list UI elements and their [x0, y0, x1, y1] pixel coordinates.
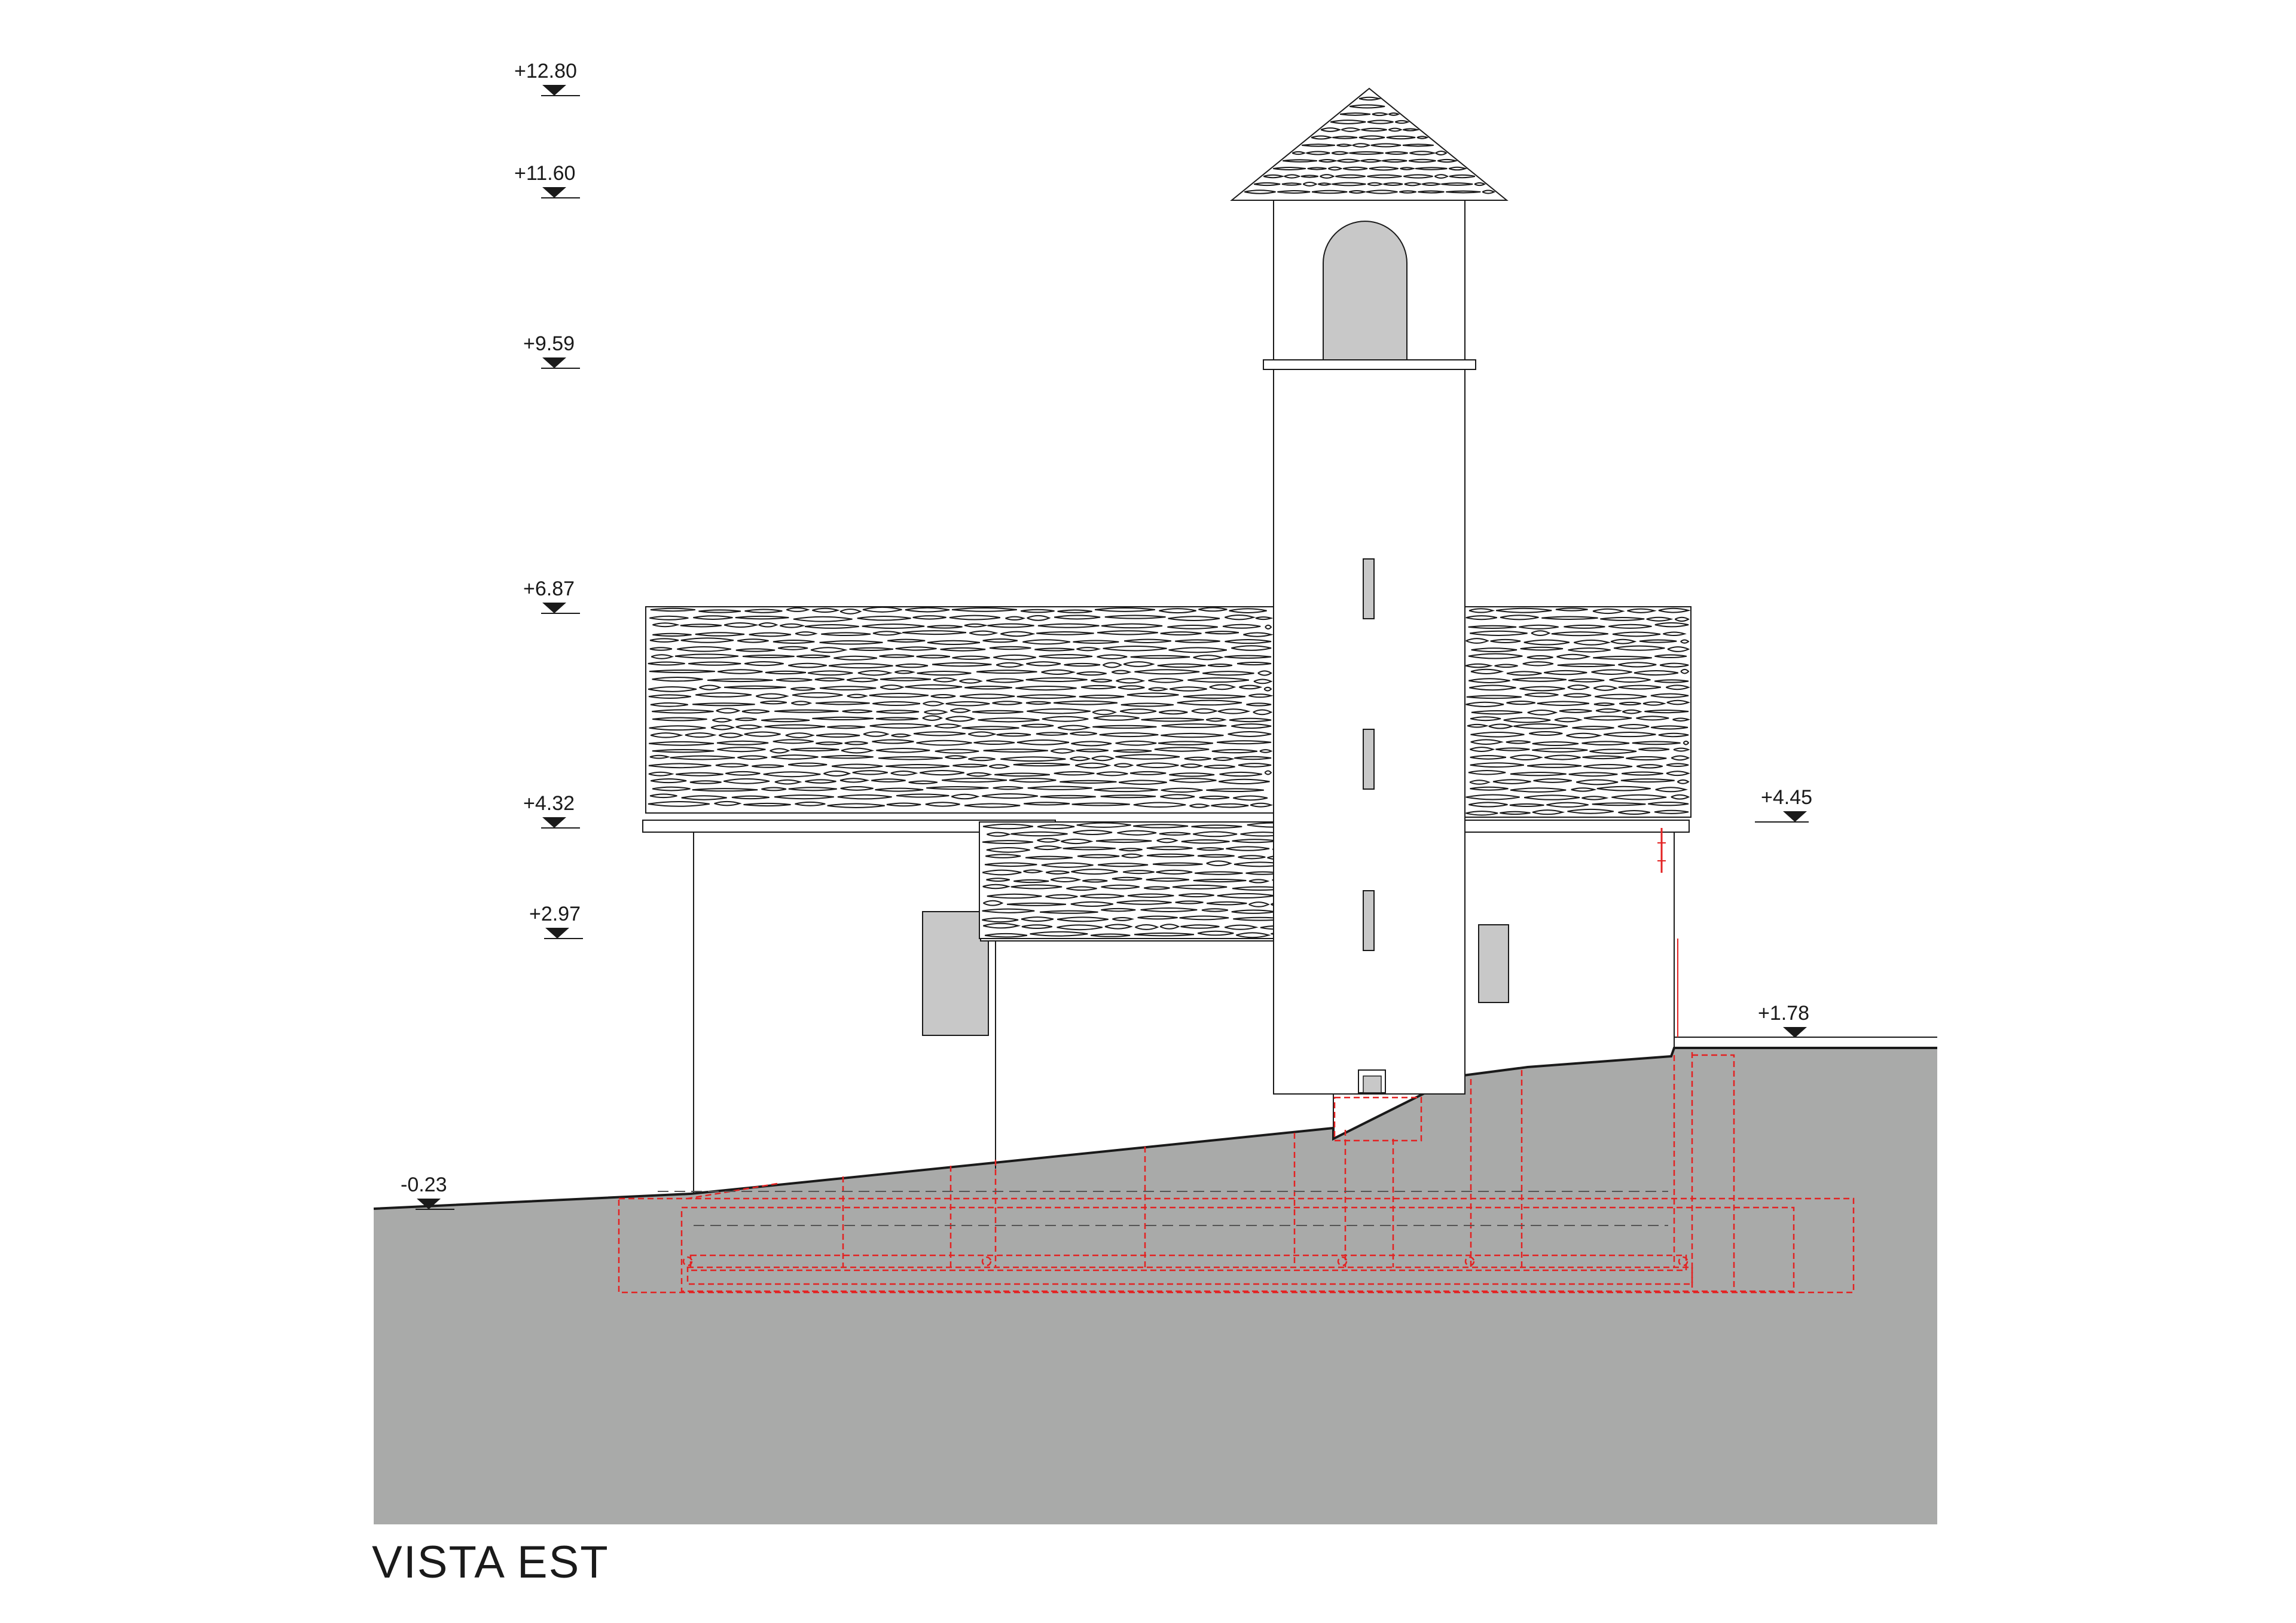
- elevation-mark-minus023: -0.23: [401, 1173, 454, 1210]
- elevation-mark-445: +4.45: [1755, 786, 1812, 823]
- elevation-label: +9.59: [523, 332, 575, 355]
- tower-slit-2: [1363, 729, 1375, 790]
- spire-slate-texture: [1244, 96, 1496, 194]
- elevation-mark-432: +4.32: [523, 792, 580, 829]
- hidden-lines: [658, 1191, 1668, 1226]
- right-building: [1458, 820, 1690, 1048]
- right-roof: [1463, 606, 1692, 818]
- elevation-label: +12.80: [514, 60, 577, 82]
- elevation-mark-1160: +11.60: [514, 162, 580, 198]
- roof-slate-texture: [648, 606, 1274, 808]
- roof-slate-texture: [1465, 607, 1691, 816]
- elevation-label: +4.32: [523, 792, 575, 815]
- elevation-markers: +12.80 +11.60 +9.59 +6.87 +4.32 +2.97 -0…: [401, 60, 1812, 1210]
- elevation-label: +2.97: [529, 903, 581, 925]
- elevation-label: +1.78: [1758, 1002, 1809, 1025]
- foundation-works: [618, 1052, 1855, 1294]
- elevation-label: +4.45: [1761, 786, 1812, 809]
- elevation-mark-178: +1.78: [1758, 1002, 1809, 1038]
- elevation-label: +11.60: [514, 162, 575, 185]
- elevation-label: +6.87: [523, 577, 575, 600]
- ground-section: [374, 1048, 1937, 1524]
- tower-slit-1: [1363, 558, 1375, 619]
- left-roof: [645, 606, 1274, 814]
- tower-slit-3: [1363, 890, 1375, 951]
- left-window: [922, 911, 989, 1036]
- left-building: [642, 820, 1056, 1194]
- tower-spire: [1230, 87, 1509, 201]
- elevation-mark-959: +9.59: [523, 332, 580, 369]
- elevation-mark-1280: +12.80: [514, 60, 580, 96]
- elevation-mark-297: +2.97: [529, 903, 583, 939]
- view-title: VISTA EST: [372, 1537, 609, 1588]
- elevation-label: -0.23: [401, 1173, 447, 1196]
- bell-tower: [1230, 87, 1509, 1095]
- belfry-arch-opening: [1323, 221, 1407, 360]
- elevation-mark-687: +6.87: [523, 577, 580, 614]
- right-window: [1478, 924, 1509, 1003]
